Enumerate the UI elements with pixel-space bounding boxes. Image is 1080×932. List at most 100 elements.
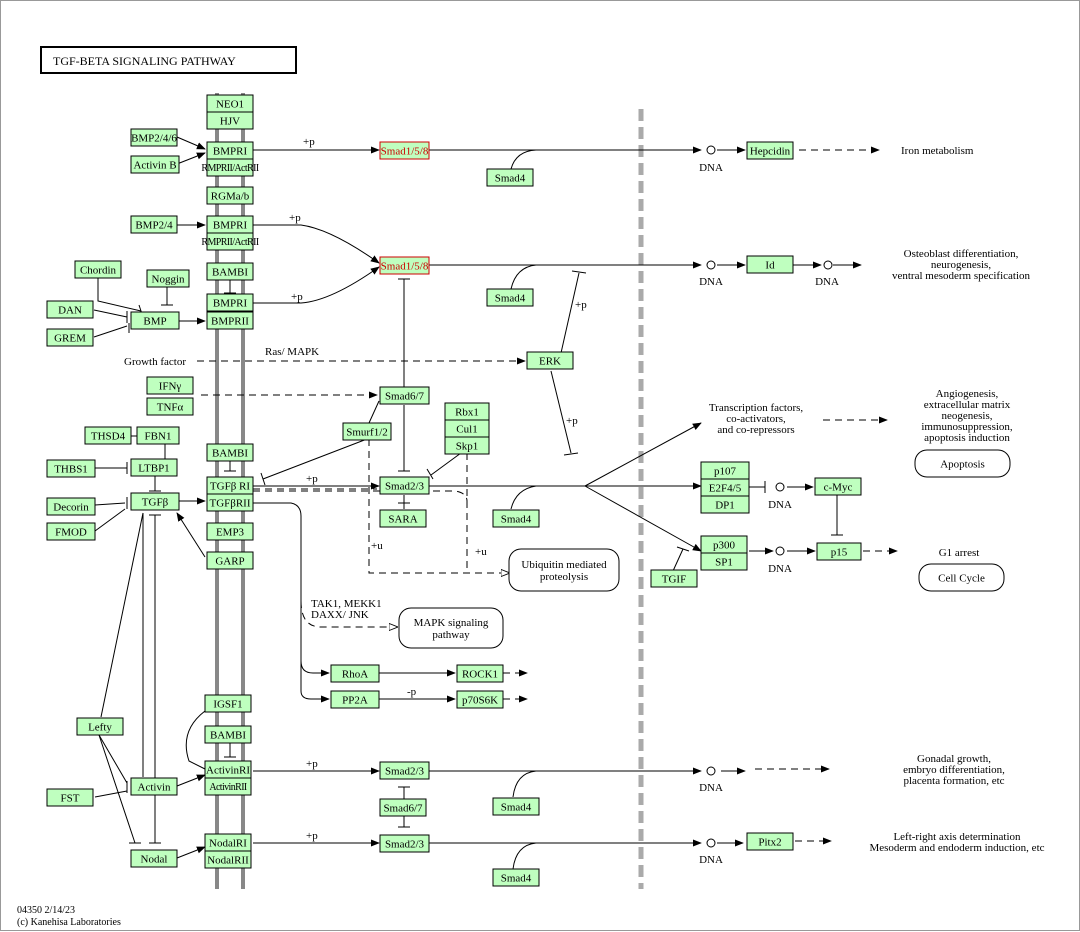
gene-label: TGFβRII xyxy=(209,498,250,510)
gene-smad4[interactable]: Smad4 xyxy=(486,168,534,187)
gene-label: RMPRII/ActRII xyxy=(201,237,258,248)
gene-label: RMPRII/ActRII xyxy=(201,163,258,174)
gene-hjv[interactable]: HJV xyxy=(206,111,254,130)
dna-label: DNA xyxy=(815,276,839,288)
gene-bmprii[interactable]: BMPRII xyxy=(206,311,254,330)
gene-dan[interactable]: DAN xyxy=(46,300,94,319)
gene-rhoa[interactable]: RhoA xyxy=(330,664,380,683)
gene-label: Smad1/5/8 xyxy=(381,146,429,158)
gene-rmprii-actrii[interactable]: RMPRII/ActRII xyxy=(201,158,259,177)
gene-e2f4-5[interactable]: E2F4/5 xyxy=(700,478,750,497)
gene-tgf-rii[interactable]: TGFβRII xyxy=(206,493,254,512)
gene-p15[interactable]: p15 xyxy=(816,542,862,561)
gene-smurf1-2[interactable]: Smurf1/2 xyxy=(342,422,392,441)
cell-cycle-map[interactable]: Cell Cycle xyxy=(918,563,1005,592)
gene-nodalrii[interactable]: NodalRII xyxy=(204,850,252,869)
gene-bmpri[interactable]: BMPRI xyxy=(206,215,254,234)
gene-label: DAN xyxy=(58,305,82,317)
gene-smad6-7[interactable]: Smad6/7 xyxy=(379,386,430,405)
gene-activinrii[interactable]: ActivinRII xyxy=(204,777,252,796)
gene-skp1[interactable]: Skp1 xyxy=(444,436,490,455)
footer-line-1: 04350 2/14/23 xyxy=(17,905,75,916)
gene-fst[interactable]: FST xyxy=(46,788,94,807)
gene-tnf[interactable]: TNFα xyxy=(146,397,194,416)
outcome-angiogenesis: apoptosis induction xyxy=(924,432,1010,444)
apoptosis-map[interactable]: Apoptosis xyxy=(914,449,1011,478)
gene-sp1[interactable]: SP1 xyxy=(700,552,748,571)
gene-rmprii-actrii[interactable]: RMPRII/ActRII xyxy=(201,232,259,251)
gene-garp[interactable]: GARP xyxy=(206,551,254,570)
gene-label: Smad2/3 xyxy=(385,481,425,493)
gene-activin[interactable]: Activin xyxy=(130,777,178,796)
gene-smad2-3[interactable]: Smad2/3 xyxy=(379,761,430,780)
gene-smad4[interactable]: Smad4 xyxy=(492,509,540,528)
gene-smad4[interactable]: Smad4 xyxy=(492,797,540,816)
gene-label: FBN1 xyxy=(145,431,172,443)
gene-smad2-3[interactable]: Smad2/3 xyxy=(379,476,430,495)
gene-nodalri[interactable]: NodalRI xyxy=(204,833,252,852)
gene-label: Activin xyxy=(138,782,171,794)
gene-decorin[interactable]: Decorin xyxy=(46,497,96,516)
gene-label: PP2A xyxy=(342,695,368,707)
gene-rgma-b[interactable]: RGMa/b xyxy=(206,186,254,205)
gene-erk[interactable]: ERK xyxy=(526,351,574,370)
gene-p70s6k[interactable]: p70S6K xyxy=(456,690,504,709)
gene-fbn1[interactable]: FBN1 xyxy=(136,426,180,445)
gene-thsd4[interactable]: THSD4 xyxy=(84,426,132,445)
gene-bmp2-4[interactable]: BMP2/4 xyxy=(130,215,178,234)
gene-bmpri[interactable]: BMPRI xyxy=(206,293,254,312)
outcome-angiogenesis: extracellular matrix xyxy=(924,399,1011,411)
gene-label: BMPRII xyxy=(211,316,249,328)
ubiquitin-proteolysis-map-label: proteolysis xyxy=(540,571,588,583)
gene-hepcidin[interactable]: Hepcidin xyxy=(746,141,794,160)
gene-pp2a[interactable]: PP2A xyxy=(330,690,380,709)
gene-nodal[interactable]: Nodal xyxy=(130,849,178,868)
gene-tgf-ri[interactable]: TGFβ RI xyxy=(206,476,254,495)
gene-emp3[interactable]: EMP3 xyxy=(206,522,254,541)
gene-bmp[interactable]: BMP xyxy=(130,311,180,330)
gene-pitx2[interactable]: Pitx2 xyxy=(746,832,794,851)
tak1-label: TAK1, MEKK1 xyxy=(311,598,382,610)
gene-bambi[interactable]: BAMBI xyxy=(206,262,254,281)
gene-rbx1[interactable]: Rbx1 xyxy=(444,402,490,421)
gene-smad1-5-8[interactable]: Smad1/5/8 xyxy=(379,256,430,275)
cell-cycle-map-label: Cell Cycle xyxy=(938,573,985,585)
gene-smad4[interactable]: Smad4 xyxy=(486,288,534,307)
gene-tgif[interactable]: TGIF xyxy=(650,569,698,588)
gene-bmpri[interactable]: BMPRI xyxy=(206,141,254,160)
gene-thbs1[interactable]: THBS1 xyxy=(46,459,96,478)
gene-igsf1[interactable]: IGSF1 xyxy=(204,694,252,713)
gene-neo1[interactable]: NEO1 xyxy=(206,94,254,113)
gene-label: E2F4/5 xyxy=(709,483,742,495)
gene-activinri[interactable]: ActivinRI xyxy=(204,760,252,779)
gene-sara[interactable]: SARA xyxy=(379,509,427,528)
gene-lefty[interactable]: Lefty xyxy=(76,717,124,736)
gene-ifn[interactable]: IFNγ xyxy=(146,376,194,395)
gene-smad2-3[interactable]: Smad2/3 xyxy=(379,834,430,853)
gene-smad4[interactable]: Smad4 xyxy=(492,868,540,887)
dna-markers xyxy=(706,145,833,848)
gene-cul1[interactable]: Cul1 xyxy=(444,419,490,438)
gene-chordin[interactable]: Chordin xyxy=(74,260,122,279)
gene-dp1[interactable]: DP1 xyxy=(700,495,750,514)
transcription-factors-note: and co-repressors xyxy=(717,424,794,436)
gene-p300[interactable]: p300 xyxy=(700,535,748,554)
gene-smad6-7[interactable]: Smad6/7 xyxy=(379,798,427,817)
gene-activin-b[interactable]: Activin B xyxy=(130,155,180,174)
gene-bambi[interactable]: BAMBI xyxy=(206,443,254,462)
gene-bambi[interactable]: BAMBI xyxy=(204,725,252,744)
gene-id[interactable]: Id xyxy=(746,255,794,274)
gene-c-myc[interactable]: c-Myc xyxy=(814,477,862,496)
gene-smad1-5-8[interactable]: Smad1/5/8 xyxy=(379,141,430,160)
gene-tgf[interactable]: TGFβ xyxy=(130,492,180,511)
gene-grem[interactable]: GREM xyxy=(46,328,94,347)
gene-noggin[interactable]: Noggin xyxy=(146,269,190,288)
gene-ltbp1[interactable]: LTBP1 xyxy=(130,458,178,477)
outcome-osteoblast: neurogenesis, xyxy=(931,259,991,271)
gene-p107[interactable]: p107 xyxy=(700,461,750,480)
gene-bmp2-4-6[interactable]: BMP2/4/6 xyxy=(130,128,178,147)
gene-fmod[interactable]: FMOD xyxy=(46,522,96,541)
gene-rock1[interactable]: ROCK1 xyxy=(456,664,504,683)
